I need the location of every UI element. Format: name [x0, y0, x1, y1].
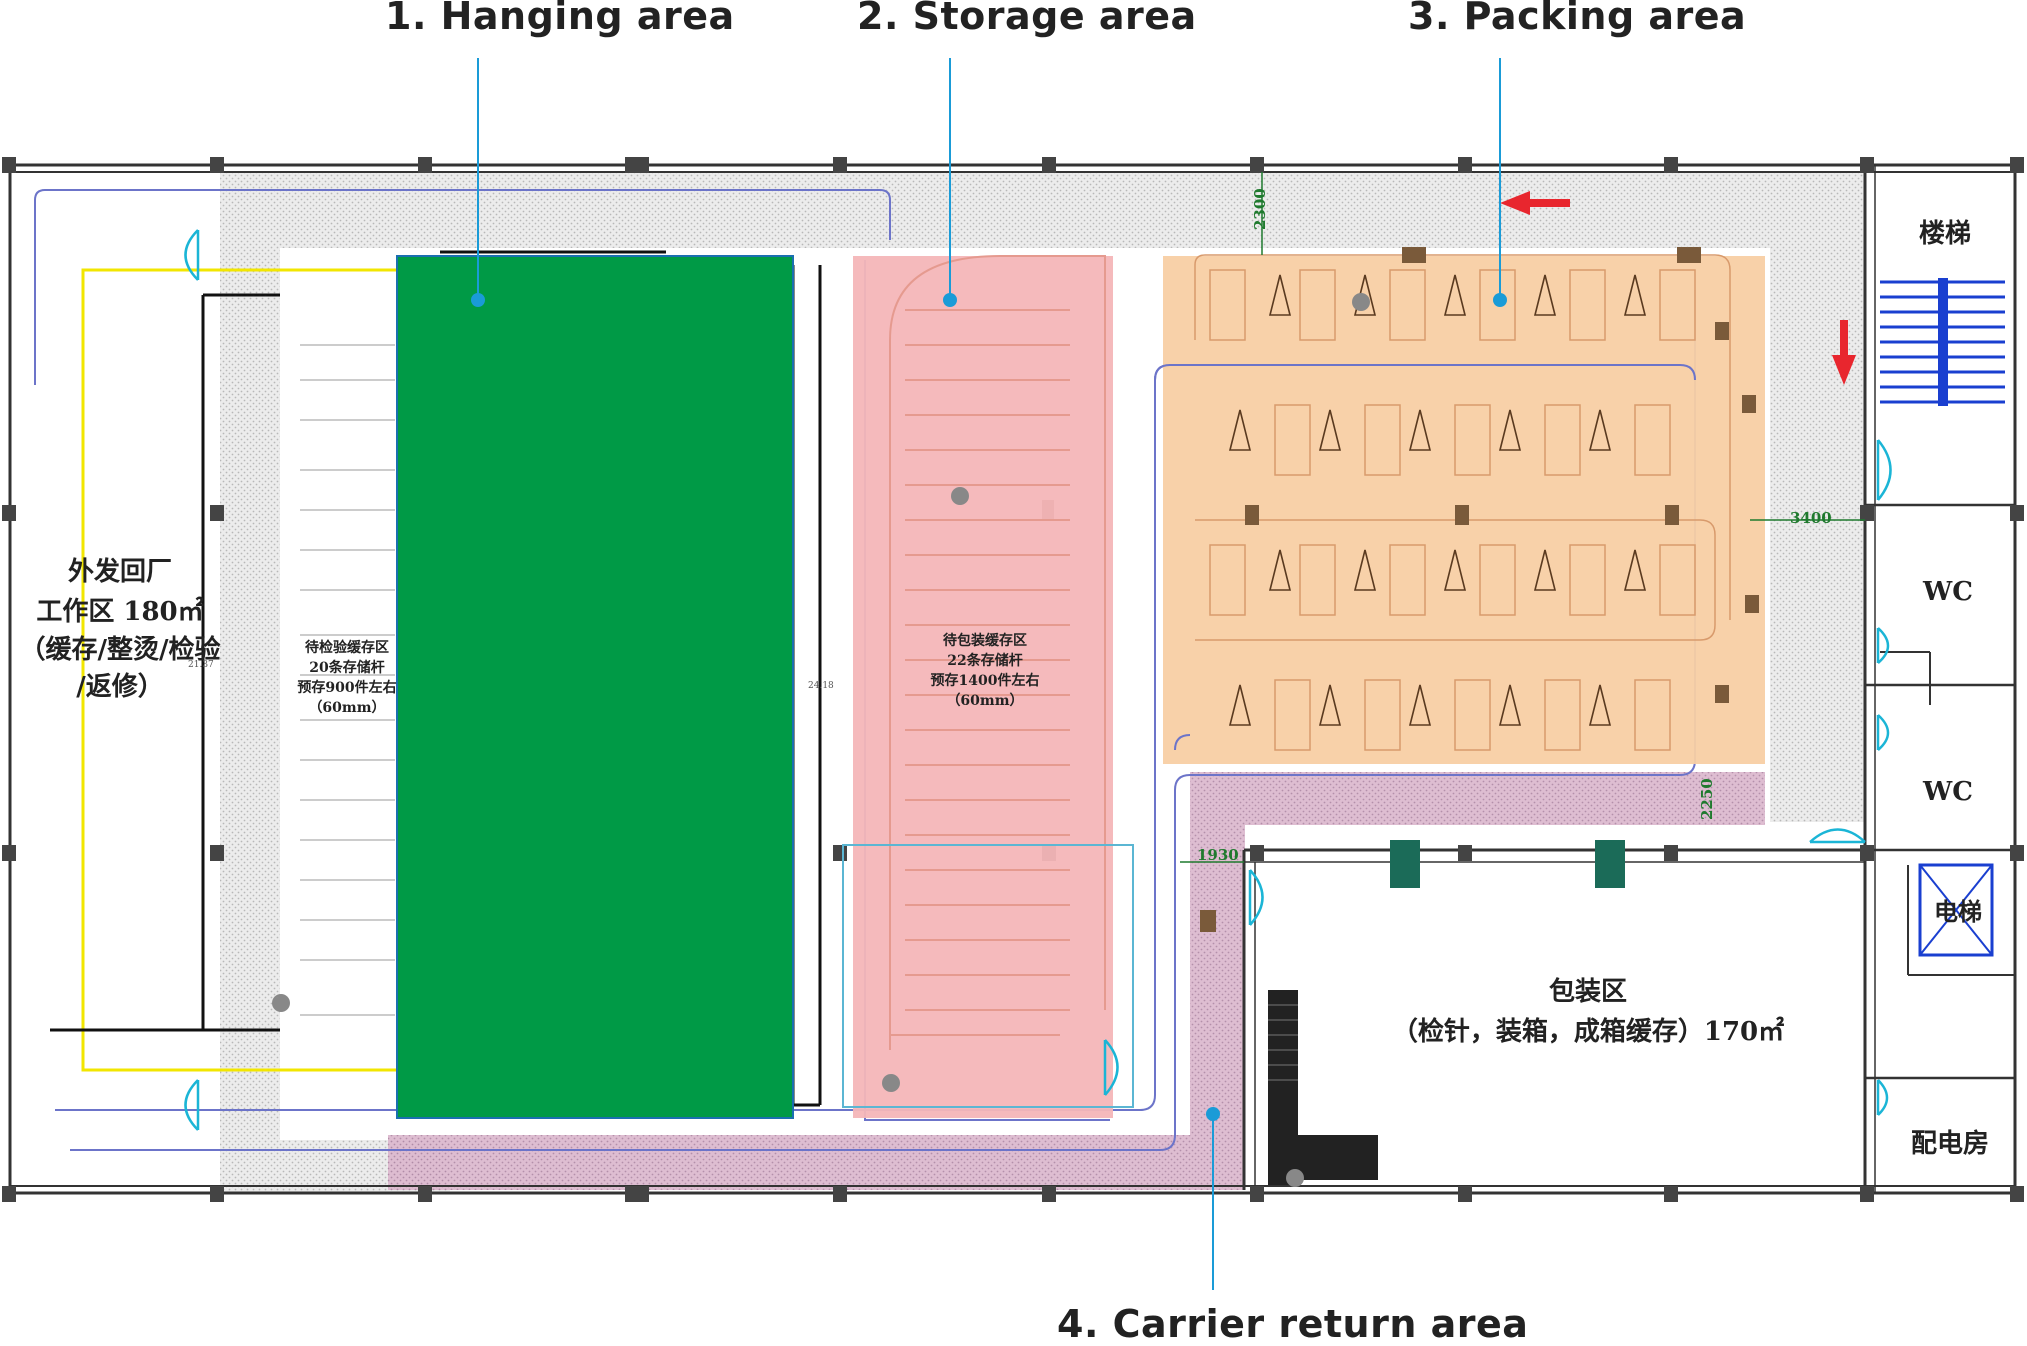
packing-tables [1194, 254, 1731, 751]
dimension-labels: 2300 3400 2250 1930 [1197, 188, 1832, 864]
stairs-label: 楼梯 [1919, 219, 1971, 249]
inspection-buffer-label: 待检验缓存区 20条存储杆 预存900件左右 （60mm） [297, 639, 396, 716]
rework-line-3: （缓存/整烫/检验 [20, 634, 221, 665]
callout-leaders [477, 58, 1501, 1290]
columns [2, 157, 2024, 1202]
packing-buffer-label: 待包装缓存区 22条存储杆 预存1400件左右 （60mm） [931, 632, 1040, 709]
callout-carrier-return-area: 4. Carrier return area [1057, 1302, 1529, 1346]
dim-2300: 2300 [1251, 188, 1269, 230]
callout-storage-area: 2. Storage area [857, 0, 1197, 38]
packing-buffer-line-1: 待包装缓存区 [943, 632, 1027, 649]
markers [272, 293, 1370, 1187]
carrier-return-zone [388, 772, 1765, 1190]
rework-line-4: /返修） [76, 671, 164, 702]
wc-upper-label: WC [1922, 577, 1973, 607]
inspection-line-2: 20条存储杆 [309, 659, 384, 676]
stairs [1880, 278, 2005, 406]
garment-hangers [1228, 274, 1647, 726]
rework-line-2: 工作区 180㎡ [36, 596, 203, 627]
elevator-label: 电梯 [1934, 897, 1982, 926]
elevator [1918, 863, 1994, 957]
doors [184, 229, 1892, 1131]
inspection-line-1: 待检验缓存区 [305, 639, 389, 656]
dim-3400: 3400 [1790, 509, 1832, 527]
packing-buffer-line-4: （60mm） [946, 693, 1023, 709]
packing-buffer-line-3: 预存1400件左右 [931, 672, 1040, 689]
inspection-line-3: 预存900件左右 [297, 679, 396, 696]
packing-buffer-line-2: 22条存储杆 [947, 652, 1022, 669]
packing-room-label: 包装区 （检针，装箱，成箱缓存）170㎡ [1392, 976, 1784, 1047]
packing-room-equipment [1268, 840, 1625, 1185]
dim-24-18: 24.18 [808, 681, 834, 691]
conveyor-track [34, 189, 1696, 1151]
dim-2250: 2250 [1698, 778, 1716, 820]
rework-area-label: 外发回厂 工作区 180㎡ （缓存/整烫/检验 /返修） [20, 556, 221, 702]
dim-1930: 1930 [1197, 846, 1239, 864]
rework-line-1: 外发回厂 [68, 556, 172, 587]
power-room-label: 配电房 [1911, 1129, 1989, 1159]
storage-rails [889, 255, 1106, 1050]
inspection-line-4: （60mm） [308, 700, 385, 716]
inspection-buffer-rails [285, 335, 395, 1035]
outer-walls [8, 163, 2017, 1195]
wc-lower-label: WC [1922, 777, 1973, 807]
packing-room-line-2: （检针，装箱，成箱缓存）170㎡ [1392, 1016, 1784, 1047]
callout-hanging-area: 1. Hanging area [385, 0, 735, 38]
flow-arrows [1500, 191, 1856, 385]
packing-room-line-1: 包装区 [1549, 976, 1627, 1007]
callout-packing-area: 3. Packing area [1408, 0, 1747, 38]
hanging-machines [1200, 247, 1759, 932]
hanging-area-zone [396, 255, 794, 1119]
dim-21-37: 21.37 [188, 660, 214, 670]
